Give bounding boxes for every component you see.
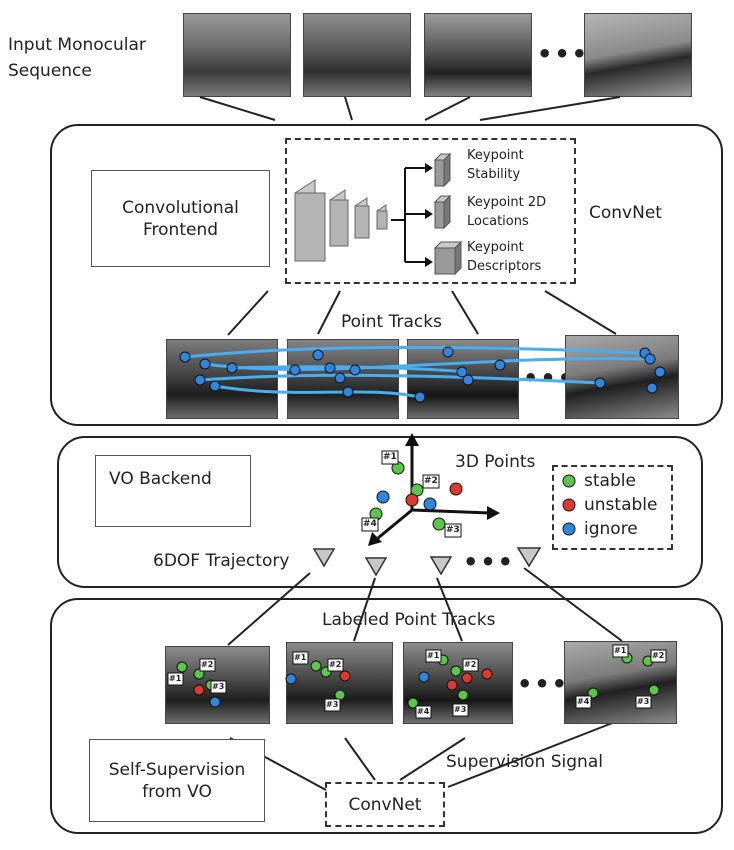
3d-points-label: 3D Points — [455, 452, 536, 472]
lf4-tag-4: #4 — [577, 697, 590, 706]
output-descriptors-line1: Keypoint — [467, 240, 524, 255]
convnet-architecture — [294, 152, 463, 276]
frontend-title-box: Convolutional Frontend — [91, 170, 270, 267]
backend-title-box: VO Backend — [95, 455, 251, 527]
lf4-tag-3: #3 — [637, 697, 650, 706]
self-supervision-line1: Self-Supervision — [108, 759, 246, 780]
lf2-tag-3: #3 — [326, 700, 339, 709]
backend-panel — [57, 436, 703, 588]
point-tag-4: #4 — [363, 519, 377, 529]
frontend-title-line2: Frontend — [142, 219, 219, 240]
input-ellipsis: ••• — [537, 40, 590, 68]
lf4-tag-1: #1 — [614, 646, 627, 655]
legend-ignore: ignore — [584, 519, 638, 539]
legend-unstable: unstable — [584, 495, 658, 515]
self-supervision-line2: from VO — [142, 781, 212, 802]
lf2-tag-2: #2 — [329, 660, 342, 669]
input-sequence-label-line1: Input Monocular — [8, 35, 146, 55]
convnet-label: ConvNet — [589, 203, 662, 223]
labeled-tracks-label: Labeled Point Tracks — [322, 610, 496, 630]
legend-stable: stable — [584, 471, 636, 491]
lf3-tag-3: #3 — [454, 705, 467, 714]
lf3-tag-4: #4 — [417, 707, 430, 716]
output-locations-line2: Locations — [467, 214, 529, 229]
output-descriptors-line2: Descriptors — [467, 259, 542, 274]
point-tag-2: #2 — [424, 476, 438, 486]
lf4-tag-2: #2 — [652, 651, 665, 660]
supervision-panel — [50, 598, 723, 834]
supervision-signal-label: Supervision Signal — [446, 752, 603, 772]
output-stability-line1: Keypoint — [467, 148, 524, 163]
input-sequence-label-line2: Sequence — [8, 61, 92, 81]
input-frame-2 — [303, 13, 411, 97]
legend-box — [552, 465, 673, 550]
output-stability-line2: Stability — [467, 167, 521, 182]
track-ellipsis: ••• — [523, 364, 576, 392]
trajectory-ellipsis: ••• — [463, 548, 516, 576]
lf3-tag-1: #1 — [427, 651, 440, 660]
point-tracks-label: Point Tracks — [341, 312, 442, 332]
input-frame-1 — [183, 13, 291, 97]
trajectory-label: 6DOF Trajectory — [153, 551, 290, 571]
labeled-ellipsis: ••• — [517, 670, 570, 698]
convnet-bottom-box: ConvNet — [325, 782, 445, 827]
lf2-tag-1: #1 — [294, 653, 307, 662]
frontend-title-line1: Convolutional — [122, 197, 239, 218]
lf1-tag-2: #2 — [201, 660, 214, 669]
output-locations-line1: Keypoint 2D — [467, 195, 547, 210]
convnet-architecture-box — [285, 138, 576, 284]
point-tag-3: #3 — [446, 525, 460, 535]
input-frame-4 — [584, 13, 692, 97]
input-frame-3 — [424, 13, 532, 97]
frontend-panel — [50, 124, 723, 426]
lf1-tag-1: #1 — [169, 674, 182, 683]
lf1-tag-3: #3 — [212, 682, 225, 691]
lf3-tag-2: #2 — [464, 660, 477, 669]
self-supervision-box: Self-Supervision from VO — [89, 739, 265, 822]
point-tag-1: #1 — [383, 452, 397, 462]
backend-title: VO Backend — [109, 469, 212, 489]
convnet-bottom-label: ConvNet — [348, 794, 422, 815]
